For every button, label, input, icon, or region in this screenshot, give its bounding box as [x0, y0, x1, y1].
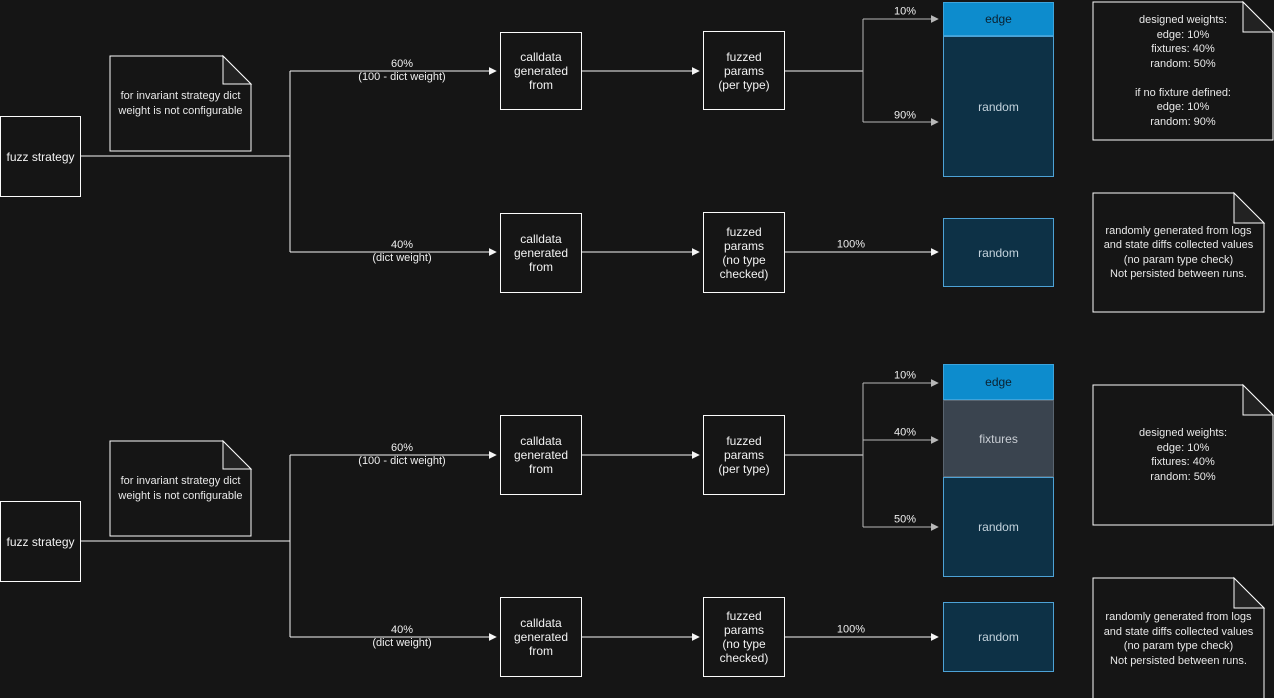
fixtures-percent-label: 40% [893, 426, 917, 439]
dict-weight-note: (dict weight) [372, 252, 432, 264]
calldata-node: calldata generated from [500, 415, 582, 495]
random-cell: random [943, 218, 1054, 287]
typed-weight-note: (100 - dict weight) [358, 455, 446, 467]
random-percent-label: 90% [893, 109, 917, 122]
top-main-connectors [81, 67, 939, 256]
random-cell: random [943, 602, 1054, 672]
fuzz-strategy-node: fuzz strategy [0, 501, 81, 582]
dict-weight-pct: 40% [390, 624, 414, 636]
random-source-note: randomly generated from logs and state d… [1103, 611, 1254, 667]
typed-weight-note: (100 - dict weight) [358, 71, 446, 83]
edge-cell: edge [943, 364, 1054, 400]
dict-weight-pct: 40% [390, 239, 414, 251]
fuzzed-params-untyped-node: fuzzed params (no type checked) [703, 597, 785, 677]
calldata-node: calldata generated from [500, 213, 582, 293]
dict-weight-label: 40% (dict weight) [372, 624, 431, 650]
bottom-main-connectors [81, 451, 939, 641]
full-percent-label: 100% [836, 623, 866, 636]
random-cell: random [943, 477, 1054, 577]
invariant-note: for invariant strategy dict weight is no… [118, 90, 243, 117]
typed-weight-label: 60% (100 - dict weight) [358, 442, 445, 468]
fuzzed-params-typed-node: fuzzed params (per type) [703, 415, 785, 495]
typed-weight-pct: 60% [390, 442, 414, 454]
fixtures-cell: fixtures [943, 400, 1054, 477]
fuzzed-params-untyped-node: fuzzed params (no type checked) [703, 212, 785, 293]
fuzz-strategy-node: fuzz strategy [0, 116, 81, 197]
designed-weights-note: designed weights: edge: 10% fixtures: 40… [1138, 427, 1228, 483]
top-branch-connectors [862, 15, 939, 126]
dict-weight-note: (dict weight) [372, 637, 432, 649]
random-cell: random [943, 36, 1054, 177]
bottom-branch-connectors [862, 379, 939, 531]
fuzzed-params-typed-node: fuzzed params (per type) [703, 31, 785, 110]
edge-percent-label: 10% [893, 369, 917, 382]
note-frames [109, 0, 1274, 698]
edge-percent-label: 10% [893, 5, 917, 18]
random-percent-label: 50% [893, 513, 917, 526]
calldata-node: calldata generated from [500, 597, 582, 677]
dict-weight-label: 40% (dict weight) [372, 239, 431, 265]
typed-weight-label: 60% (100 - dict weight) [358, 58, 445, 84]
invariant-note: for invariant strategy dict weight is no… [118, 475, 243, 502]
designed-weights-note: designed weights: edge: 10% fixtures: 40… [1134, 14, 1231, 128]
full-percent-label: 100% [836, 238, 866, 251]
typed-weight-pct: 60% [390, 58, 414, 70]
random-source-note: randomly generated from logs and state d… [1103, 224, 1254, 281]
calldata-node: calldata generated from [500, 32, 582, 110]
edge-cell: edge [943, 2, 1054, 36]
